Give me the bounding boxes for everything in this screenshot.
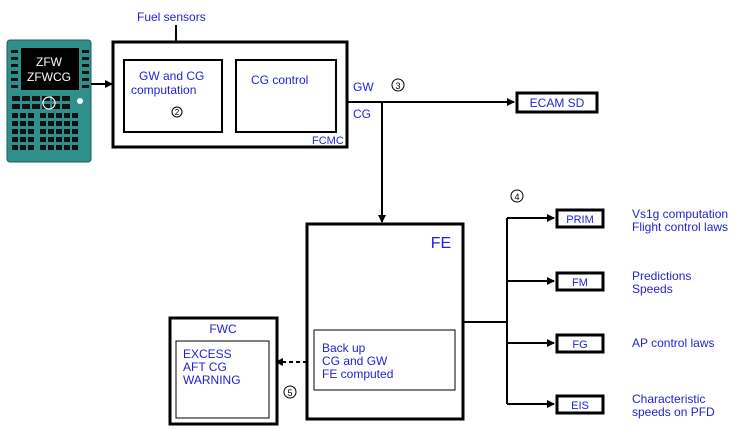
cg-control-box xyxy=(236,60,336,132)
callout-2: 2 xyxy=(175,108,180,117)
callout-4: 4 xyxy=(514,192,519,202)
mcdu-line-2: ZFWCG xyxy=(27,70,71,84)
fm-desc-line-1: Predictions xyxy=(632,269,691,283)
backup-line-3: FE computed xyxy=(322,367,393,381)
prim-box-label: PRIM xyxy=(566,214,594,226)
fm-box-label: FM xyxy=(572,277,588,289)
mcdu-line-1: ZFW xyxy=(36,55,63,69)
prim-output: PRIM Vs1g computation Flight control law… xyxy=(557,207,728,234)
backup-line-2: CG and GW xyxy=(322,354,388,368)
fe-label: FE xyxy=(431,235,451,252)
backup-line-1: Back up xyxy=(322,341,366,355)
warning-line-2: AFT CG xyxy=(183,360,227,374)
prim-desc-line-2: Flight control laws xyxy=(632,220,728,234)
fcmc-label: FCMC xyxy=(312,135,344,147)
eis-box-label: EIS xyxy=(571,400,589,412)
eis-desc-line-1: Characteristic xyxy=(632,392,705,406)
callout-5: 5 xyxy=(287,388,292,398)
prim-desc-line-1: Vs1g computation xyxy=(632,207,728,221)
fm-desc-line-2: Speeds xyxy=(632,282,673,296)
fg-box-label: FG xyxy=(572,339,587,351)
callout-3: 3 xyxy=(395,81,400,91)
fwc-label: FWC xyxy=(209,322,237,336)
fg-desc-line-1: AP control laws xyxy=(632,336,714,350)
mcdu-illustration: ZFW ZFWCG xyxy=(7,40,91,162)
gw-cg-line-1: GW and CG xyxy=(139,69,204,83)
fe-block: FE Back up CG and GW FE computed xyxy=(307,224,463,419)
gw-output-label: GW xyxy=(353,80,374,94)
cg-output-label: CG xyxy=(353,107,371,121)
fm-output: FM Predictions Speeds xyxy=(557,269,691,296)
gw-cg-line-2: computation xyxy=(131,83,196,97)
fcmc-block: GW and CG computation 2 CG control FCMC xyxy=(113,42,347,147)
fwc-block: FWC EXCESS AFT CG WARNING xyxy=(170,318,277,424)
ecam-sd-box: ECAM SD xyxy=(517,93,597,112)
warning-line-1: EXCESS xyxy=(183,347,232,361)
fuel-sensors-label: Fuel sensors xyxy=(137,10,206,24)
fg-output: FG AP control laws xyxy=(557,335,714,352)
eis-desc-line-2: speeds on PFD xyxy=(632,405,715,419)
warning-line-3: WARNING xyxy=(183,373,241,387)
eis-output: EIS Characteristic speeds on PFD xyxy=(557,392,715,419)
cg-control-label: CG control xyxy=(251,73,308,87)
ecam-sd-label: ECAM SD xyxy=(530,96,585,110)
